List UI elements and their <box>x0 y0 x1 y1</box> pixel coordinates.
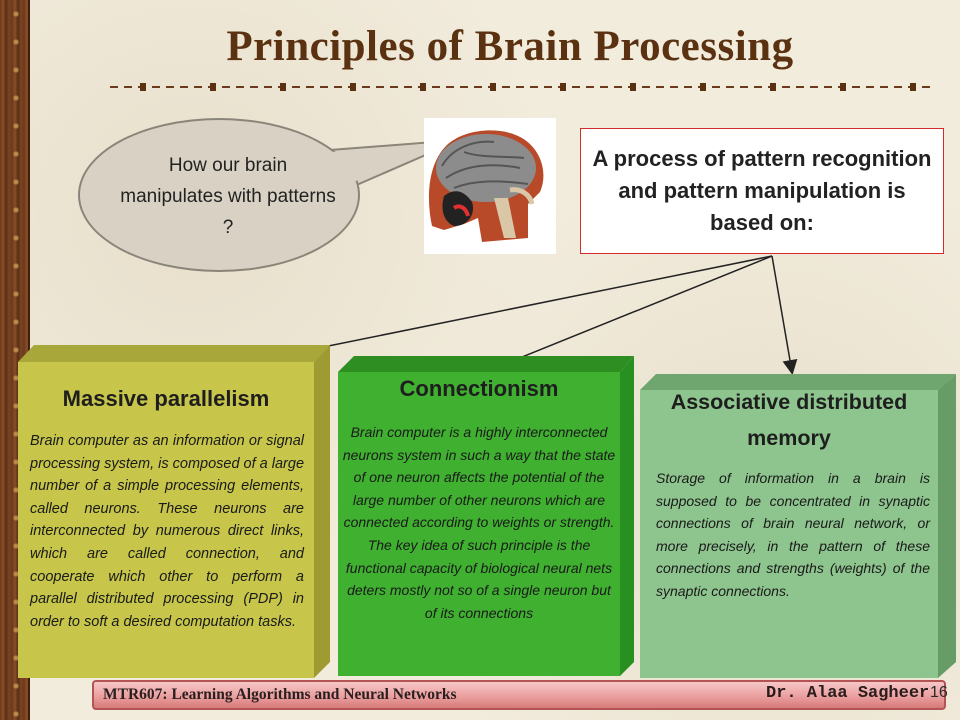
panel-3-face <box>640 390 938 678</box>
panel-title: Massive parallelism <box>62 386 270 411</box>
brain-image <box>424 118 556 254</box>
panel-title: Associative distributed memory <box>670 390 908 450</box>
panel-body: Brain computer is a highly interconnecte… <box>342 424 616 621</box>
slide-title: Principles of Brain Processing <box>226 23 794 70</box>
page-number: 16 <box>930 684 948 701</box>
panel-title: Connectionism <box>399 376 559 401</box>
footer-bar <box>92 680 946 710</box>
title-divider <box>110 83 930 91</box>
head-brain-icon <box>428 130 544 242</box>
footer-course: MTR607: Learning Algorithms and Neural N… <box>103 686 457 703</box>
panel-1-face <box>18 362 314 678</box>
pattern-process-box: A process of pattern recognition and pat… <box>580 128 944 254</box>
bubble-text: How our brain manipulates with patterns … <box>120 155 336 238</box>
panel-body: Storage of information in a brain is sup… <box>656 470 930 599</box>
panel-2-face <box>338 372 620 676</box>
panel-body: Brain computer as an information or sign… <box>30 433 305 630</box>
footer-author: Dr. Alaa Sagheer <box>766 684 930 703</box>
